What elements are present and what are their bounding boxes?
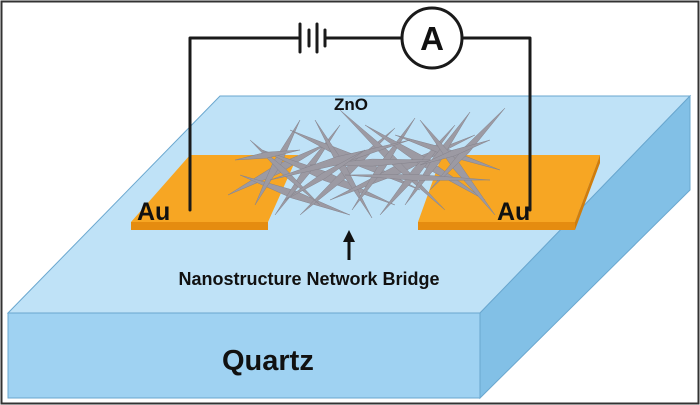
circuit-wiring bbox=[188, 36, 532, 212]
ammeter-symbol: A bbox=[420, 20, 444, 57]
wire-right bbox=[460, 36, 532, 212]
nanowire-8 bbox=[314, 119, 373, 219]
wire-left bbox=[188, 36, 300, 212]
nanowire-24 bbox=[234, 149, 301, 161]
nanowire-16 bbox=[419, 119, 496, 216]
ammeter-icon: A bbox=[400, 6, 464, 70]
substrate-label: Quartz bbox=[222, 345, 314, 377]
electrode-left-label: Au bbox=[137, 198, 170, 226]
electrode-right-label: Au bbox=[497, 198, 530, 226]
zno-label: ZnO bbox=[334, 95, 368, 114]
nanowire-23 bbox=[419, 139, 491, 166]
battery-icon bbox=[298, 22, 327, 54]
nanowire-20 bbox=[269, 139, 411, 181]
nanowire-22 bbox=[284, 149, 366, 201]
electrode-left bbox=[131, 155, 298, 230]
bridge-label: Nanostructure Network Bridge bbox=[178, 269, 439, 289]
nanowire-21 bbox=[344, 174, 491, 181]
zno-nanowire-network bbox=[227, 107, 506, 219]
arrow-up-icon bbox=[343, 230, 355, 260]
substrate-front-face bbox=[7, 312, 481, 399]
